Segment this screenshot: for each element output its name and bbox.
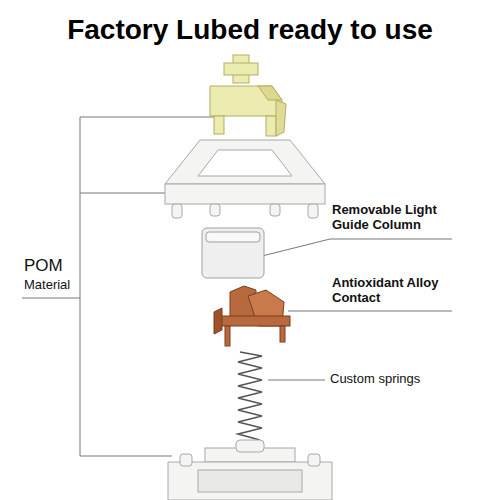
part-label: Antioxidant Alloy Contact <box>332 276 460 306</box>
bracket-arm <box>80 117 222 118</box>
top-housing <box>165 140 325 218</box>
bracket-arm <box>80 193 166 194</box>
stem-leg <box>266 116 276 136</box>
alloy-contact <box>214 286 290 346</box>
contact-base <box>220 316 290 326</box>
stem-body <box>210 86 282 116</box>
housing-clip <box>210 204 220 216</box>
housing-front <box>165 184 325 204</box>
housing-opening <box>198 150 292 176</box>
part-label: Custom springs <box>330 372 420 387</box>
contact-pin <box>225 326 230 346</box>
diagram-title: Factory Lubed ready to use <box>0 14 500 46</box>
housing-recess <box>198 470 302 492</box>
stem-leg <box>214 116 224 134</box>
bracket-vertical <box>80 117 81 456</box>
part-label: Removable Light Guide Column <box>332 203 460 233</box>
custom-spring <box>238 352 262 440</box>
contact-tab <box>214 308 222 334</box>
material-label: POM <box>24 256 63 276</box>
light-guide-body <box>202 228 264 278</box>
stem-body <box>258 86 282 100</box>
contact-pin <box>280 326 285 342</box>
stem-leg <box>276 100 286 136</box>
light-guide-column <box>202 228 264 278</box>
bracket-arm <box>22 298 80 299</box>
leader-line <box>238 239 452 262</box>
housing-clip <box>172 204 182 218</box>
housing-clip <box>270 204 280 216</box>
housing-clip <box>180 454 192 466</box>
bottom-housing <box>168 440 332 500</box>
housing-clip <box>308 454 320 466</box>
material-label: Material <box>24 278 70 293</box>
housing-top <box>165 140 325 184</box>
housing-post <box>236 440 264 452</box>
switch-stem <box>210 55 286 136</box>
housing-base <box>168 462 332 500</box>
housing-clip <box>308 204 318 218</box>
stem-cross <box>224 63 258 75</box>
light-guide-top <box>206 232 260 242</box>
leader-line <box>268 380 325 381</box>
leader-line <box>288 311 452 312</box>
bracket-arm <box>80 456 172 457</box>
